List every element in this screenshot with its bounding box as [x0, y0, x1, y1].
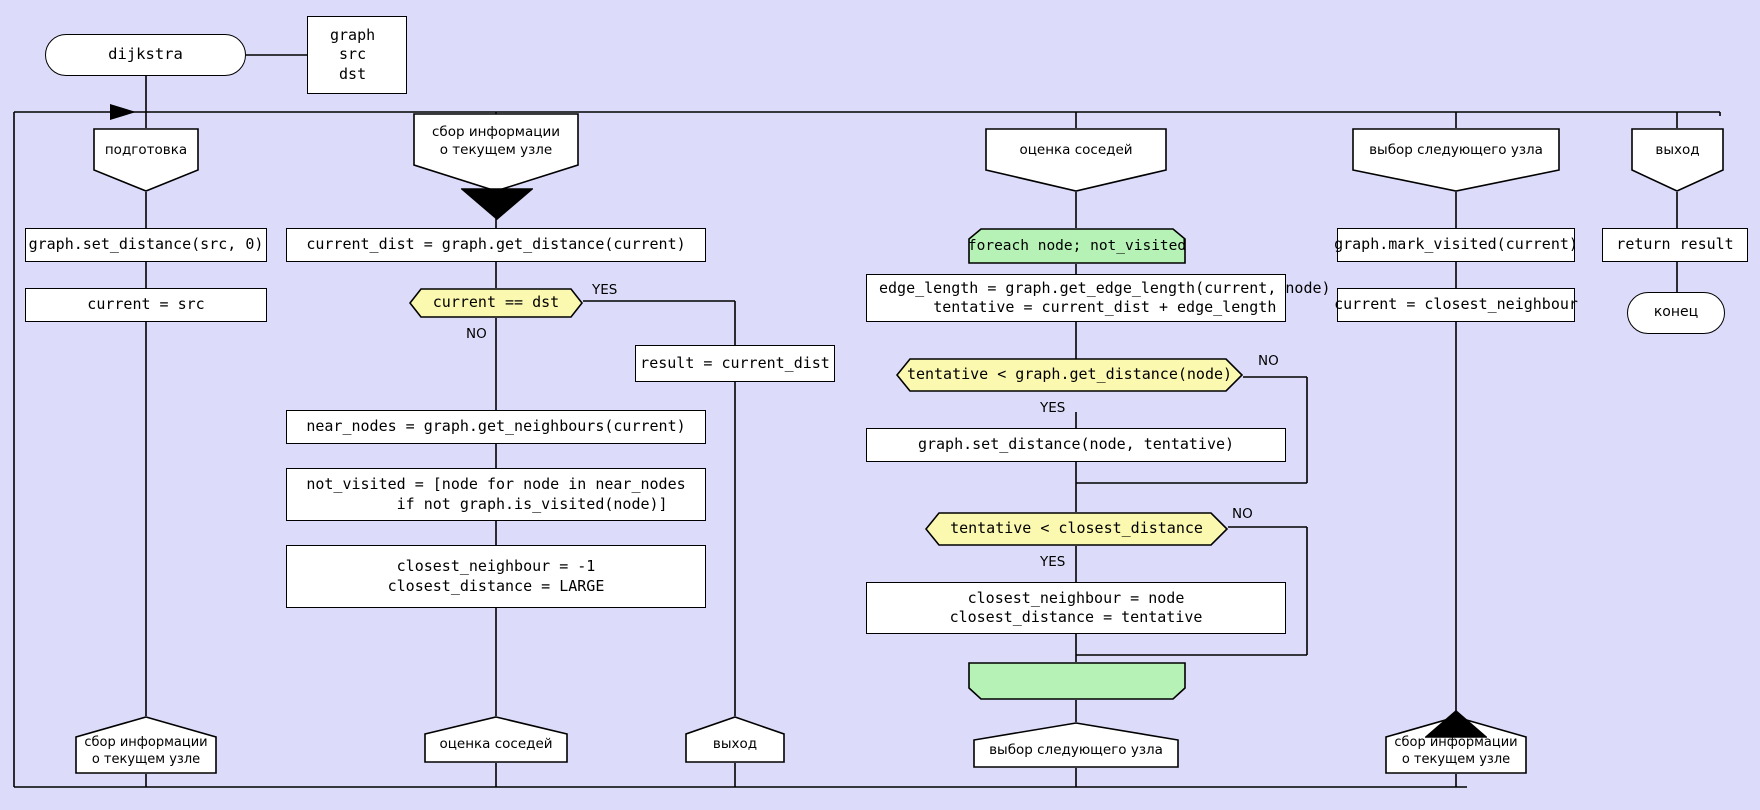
edge-label-no-cond1: NO — [1258, 353, 1279, 369]
arrowhead-goto-vybor — [1425, 710, 1487, 738]
goto-vybor-from-ocenka[interactable]: выбор следующего узла — [973, 722, 1179, 768]
step-text: current_dist = graph.get_distance(curren… — [306, 235, 686, 254]
edge-label-no-dst: NO — [466, 326, 487, 342]
goto-label: выход — [712, 736, 758, 753]
lane-header-podgotovka[interactable]: подготовка — [93, 128, 199, 192]
edge-label-yes-cond2: YES — [1040, 554, 1066, 570]
lane-header-vyhod[interactable]: выход — [1631, 128, 1724, 192]
step-text: not_visited = [node for node in near_nod… — [306, 475, 686, 513]
lane-header-label: выбор следующего узла — [1369, 142, 1543, 159]
goto-shape — [973, 722, 1179, 768]
step-set-distance-node[interactable]: graph.set_distance(node, tentative) — [866, 428, 1286, 462]
edge-label-yes-dst: YES — [592, 282, 618, 298]
step-closest-update[interactable]: closest_neighbour = node closest_distanc… — [866, 582, 1286, 634]
step-text: edge_length = graph.get_edge_length(curr… — [879, 278, 1331, 316]
loop-shape — [968, 228, 1186, 264]
end-label: конец — [1653, 304, 1699, 321]
step-edge-length[interactable]: edge_length = graph.get_edge_length(curr… — [866, 274, 1331, 322]
goto-sbor-from-vybor[interactable]: сбор информации о текущем узле — [1385, 716, 1527, 774]
decision-shape — [925, 512, 1228, 546]
goto-label: оценка соседей — [439, 736, 553, 753]
goto-shape — [75, 716, 217, 774]
end-terminator[interactable]: конец — [1627, 292, 1725, 334]
start-label: dijkstra — [108, 45, 183, 64]
label-shape — [1631, 128, 1724, 192]
step-text: return result — [1616, 235, 1734, 254]
step-not-visited[interactable]: not_visited = [node for node in near_nod… — [286, 468, 706, 521]
arrowhead-sbor-header — [461, 188, 533, 220]
condition-text: tentative < closest_distance — [950, 519, 1203, 538]
step-text: graph.set_distance(node, tentative) — [917, 435, 1235, 454]
condition-text: tentative < graph.get_distance(node) — [906, 365, 1233, 384]
endforeach-block[interactable] — [968, 662, 1186, 700]
edge-label-yes-cond1: YES — [1040, 400, 1066, 416]
label-shape — [985, 128, 1167, 192]
lane-header-label: подготовка — [104, 142, 188, 159]
step-text: result = current_dist — [640, 353, 830, 372]
lane-header-label: сбор информации о текущем узле — [431, 124, 561, 158]
step-mark-visited[interactable]: graph.mark_visited(current) — [1334, 228, 1578, 262]
parameters-box: graph src dst — [307, 16, 407, 94]
condition-text: current == dst — [432, 293, 560, 312]
step-text: closest_neighbour = -1 closest_distance … — [387, 557, 605, 595]
step-return-result[interactable]: return result — [1602, 228, 1748, 262]
lane-header-label: оценка соседей — [1019, 142, 1133, 159]
step-text: graph.mark_visited(current) — [1334, 235, 1578, 254]
goto-label: сбор информации о текущем узле — [84, 735, 208, 767]
step-set-distance-src[interactable]: graph.set_distance(src, 0) — [25, 228, 267, 262]
edge-label-no-cond2: NO — [1232, 506, 1253, 522]
goto-vyhod-from-sbor[interactable]: выход — [685, 716, 785, 763]
step-current-closest[interactable]: current = closest_neighbour — [1334, 288, 1578, 322]
arrowhead-group — [110, 104, 136, 120]
condition-current-eq-dst[interactable]: current == dst — [409, 288, 583, 318]
lane-header-sbor[interactable]: сбор информации о текущем узле — [413, 113, 579, 192]
goto-sbor-from-podgotovka[interactable]: сбор информации о текущем узле — [75, 716, 217, 774]
start-terminator[interactable]: dijkstra — [45, 34, 246, 76]
condition-tentative-lt-distance[interactable]: tentative < graph.get_distance(node) — [896, 358, 1243, 392]
step-closest-init[interactable]: closest_neighbour = -1 closest_distance … — [286, 545, 706, 608]
goto-shape — [424, 716, 568, 763]
condition-tentative-lt-closest[interactable]: tentative < closest_distance — [925, 512, 1228, 546]
foreach-not-visited[interactable]: foreach node; not_visited — [968, 228, 1186, 264]
decision-shape — [409, 288, 583, 318]
goto-shape — [1385, 716, 1527, 774]
goto-ocenka-from-sbor[interactable]: оценка соседей — [424, 716, 568, 763]
step-text: near_nodes = graph.get_neighbours(curren… — [306, 417, 686, 436]
foreach-text: foreach node; not_visited — [967, 237, 1187, 254]
loop-end-shape — [968, 662, 1186, 700]
lane-header-label: выход — [1655, 142, 1700, 159]
step-result-current-dist[interactable]: result = current_dist — [635, 345, 835, 382]
label-shape — [413, 113, 579, 192]
step-text: current = src — [87, 295, 205, 314]
lane-header-vybor[interactable]: выбор следующего узла — [1352, 128, 1560, 192]
step-current-dist[interactable]: current_dist = graph.get_distance(curren… — [286, 228, 706, 262]
label-shape — [93, 128, 199, 192]
step-current-equals-src[interactable]: current = src — [25, 288, 267, 322]
goto-shape — [685, 716, 785, 763]
step-near-nodes[interactable]: near_nodes = graph.get_neighbours(curren… — [286, 410, 706, 444]
lane-header-ocenka[interactable]: оценка соседей — [985, 128, 1167, 192]
step-text: graph.set_distance(src, 0) — [28, 235, 264, 254]
goto-label: выбор следующего узла — [989, 741, 1163, 758]
step-text: current = closest_neighbour — [1334, 295, 1578, 314]
step-text: closest_neighbour = node closest_distanc… — [949, 588, 1203, 626]
goto-label: сбор информации о текущем узле — [1394, 735, 1518, 767]
decision-shape — [896, 358, 1243, 392]
label-shape — [1352, 128, 1560, 192]
parameters-text: graph src dst — [330, 26, 376, 83]
